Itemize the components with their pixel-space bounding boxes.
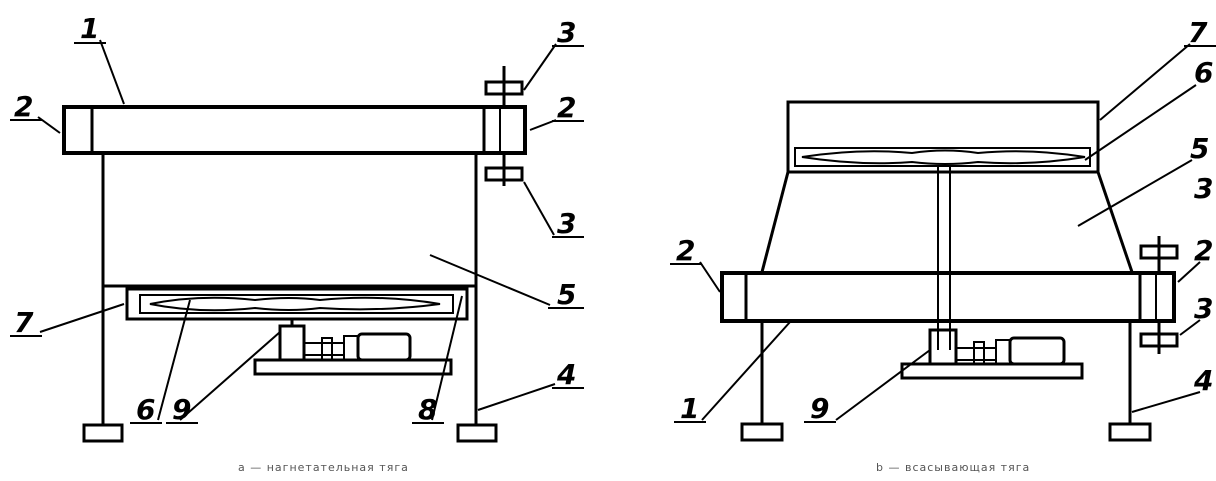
a-label-4: 4 [556,358,576,391]
b-caption: b — всасывающая тяга [876,461,1030,474]
b-label-6: 6 [1194,56,1213,89]
a-label-5: 5 [557,278,576,311]
b-label-4: 4 [1193,364,1213,397]
a-label-3-top: 3 [557,16,576,49]
b-label-3-bottom: 3 [1194,292,1213,325]
b-label-3-top: 3 [1194,172,1213,205]
a-label-8: 8 [418,393,437,426]
b-label-2-left: 2 [676,234,695,267]
a-tower-body [101,153,478,425]
b-header-beam [720,271,1176,323]
b-label-9: 9 [810,392,829,425]
a-valve-top [484,66,524,107]
a-number-labels: 1 2 3 2 3 5 7 4 6 9 8 [10,12,584,426]
b-label-5: 5 [1190,132,1209,165]
a-legs [82,286,498,443]
b-label-2-right: 2 [1194,234,1213,267]
a-label-1: 1 [80,12,99,45]
diagram-a: 1 2 3 2 3 5 7 4 6 9 8 a — нагнетательная… [10,12,584,474]
a-label-9: 9 [172,393,191,426]
b-number-labels: 7 6 5 3 2 3 4 2 1 9 [670,16,1216,425]
a-caption: a — нагнетательная тяга [238,461,409,474]
b-leaders [699,43,1201,421]
diagram-b: 7 6 5 3 2 3 4 2 1 9 b — всасывающая тяга [670,16,1216,474]
b-tower-body [760,171,1134,273]
a-label-2-left: 2 [14,90,33,123]
b-label-7: 7 [1188,16,1208,49]
b-label-1: 1 [680,392,699,425]
a-label-2-right: 2 [557,91,576,124]
b-fan-stack [786,100,1100,174]
b-valve-top [1139,236,1179,273]
a-motor-drive [253,319,453,376]
b-motor-drive [900,328,1084,380]
b-valve-bottom [1139,321,1179,354]
a-valve-bottom [484,153,524,186]
a-label-6: 6 [136,393,155,426]
b-legs [740,321,1152,442]
a-fan-housing [125,287,469,321]
a-header-beam [62,105,527,155]
a-label-3-bottom: 3 [557,207,576,240]
a-label-7: 7 [14,306,34,339]
a-leaders [37,39,557,421]
